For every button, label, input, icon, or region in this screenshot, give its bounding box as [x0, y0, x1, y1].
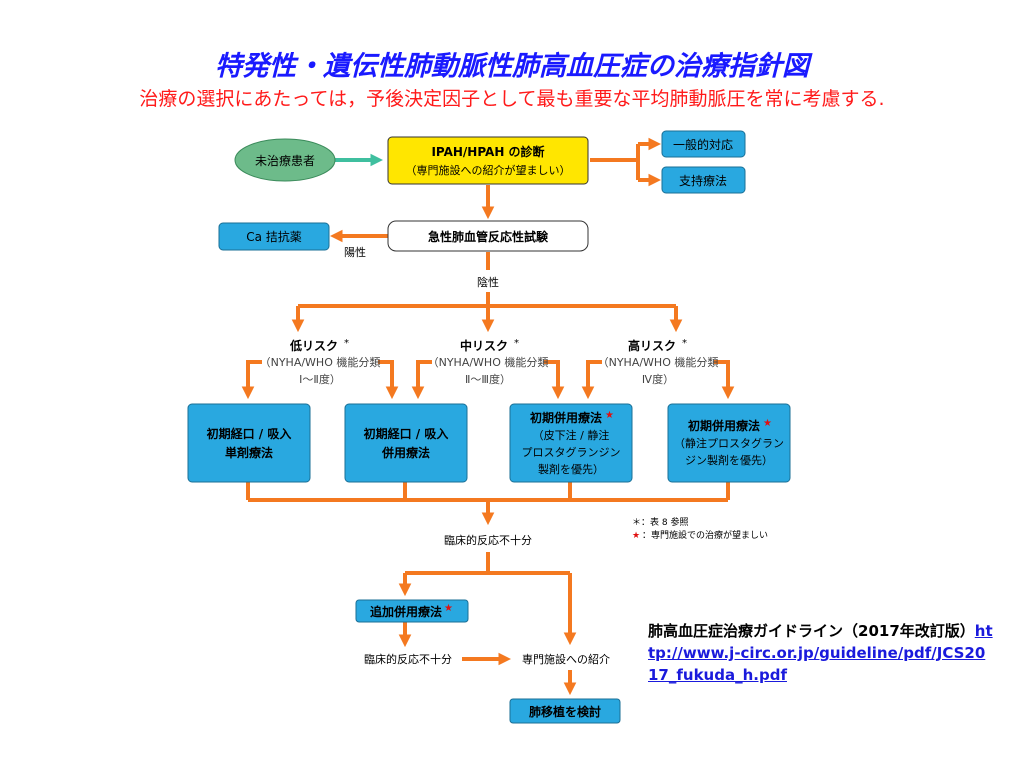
mid-risk-label: 中リスク: [460, 338, 508, 353]
referral-label: 専門施設への紹介: [522, 652, 610, 666]
risk-mid: 中リスク * （NYHA/WHO 機能分類 Ⅱ～Ⅲ度）: [428, 338, 549, 386]
page-subtitle: 治療の選択にあたっては，予後決定因子として最も重要な平均肺動脈圧を常に考慮する.: [139, 88, 885, 110]
svg-text:併用療法: 併用療法: [381, 445, 430, 460]
insufficient-label: 臨床的反応不十分: [444, 533, 532, 547]
svg-text:肺移植を検討: 肺移植を検討: [529, 704, 601, 719]
svg-text:製剤を優先）: 製剤を優先）: [538, 462, 604, 476]
low-risk-label: 低リスク: [289, 338, 338, 353]
svg-text:初期併用療法: 初期併用療法: [530, 410, 602, 425]
high-risk-label: 高リスク: [628, 338, 676, 353]
node-additional-combo: 追加併用療法 ★: [355, 599, 469, 623]
vaso-label: 急性肺血管反応性試験: [428, 229, 549, 244]
support-label: 支持療法: [679, 173, 727, 188]
arrow-low-box2: [378, 360, 399, 400]
svg-text:（NYHA/WHO 機能分類: （NYHA/WHO 機能分類: [260, 355, 381, 369]
risk-high: 高リスク * （NYHA/WHO 機能分類 Ⅳ度）: [598, 338, 719, 386]
ca-label: Ca 拮抗薬: [246, 229, 302, 244]
box-initial-combo-oral: 初期経口 / 吸入 併用療法: [344, 403, 468, 483]
node-ca: Ca 拮抗薬: [218, 222, 330, 251]
node-transplant: 肺移植を検討: [509, 698, 621, 724]
box-initial-combo-sc: 初期併用療法 ★ （皮下注 / 静注 プロスタグランジン 製剤を優先）: [509, 403, 633, 483]
negative-label: 陰性: [477, 275, 499, 289]
untreated-label: 未治療患者: [255, 154, 315, 168]
svg-text:初期経口 / 吸入: 初期経口 / 吸入: [207, 426, 292, 441]
node-untreated: 未治療患者: [234, 138, 336, 182]
svg-text:Ⅳ度）: Ⅳ度）: [642, 372, 674, 386]
positive-label: 陽性: [344, 245, 366, 259]
svg-text:（NYHA/WHO 機能分類: （NYHA/WHO 機能分類: [598, 355, 719, 369]
svg-text:Ⅰ～Ⅱ度）: Ⅰ～Ⅱ度）: [299, 372, 341, 386]
reference-text: 肺高血圧症治療ガイドライン（2017年改訂版）: [648, 622, 975, 640]
footnote-asterisk: ＊：表 8 参照: [632, 516, 688, 528]
svg-text:追加併用療法: 追加併用療法: [370, 604, 442, 619]
svg-text:★: ★: [763, 418, 772, 429]
svg-text:★: ★: [605, 410, 614, 421]
svg-text:*: *: [682, 338, 687, 349]
svg-text:（皮下注 / 静注: （皮下注 / 静注: [533, 428, 610, 442]
footnote-star: ：専門施設での治療が望ましい: [642, 529, 768, 541]
svg-text:初期経口 / 吸入: 初期経口 / 吸入: [364, 426, 449, 441]
svg-text:ジン製剤を優先）: ジン製剤を優先）: [685, 453, 773, 467]
svg-text:★: ★: [444, 603, 453, 614]
connectors: [241, 137, 735, 696]
svg-text:初期併用療法: 初期併用療法: [688, 418, 760, 433]
svg-text:*: *: [344, 338, 349, 349]
diagnosis-label: IPAH/HPAH の診断: [431, 144, 544, 159]
arrow-high-box3: [581, 360, 602, 400]
svg-text:プロスタグランジン: プロスタグランジン: [522, 445, 621, 459]
node-general: 一般的対応: [661, 130, 746, 158]
svg-text:*: *: [514, 338, 519, 349]
reference-link[interactable]: http://www.j-circ.or.jp/guideline/pdf/JC…: [648, 622, 993, 684]
box-initial-mono: 初期経口 / 吸入 単剤療法: [187, 403, 311, 483]
box-initial-combo-iv: 初期併用療法 ★ （静注プロスタグラン ジン製剤を優先）: [667, 403, 791, 483]
arrow-mid-box2: [411, 360, 432, 400]
svg-text:（NYHA/WHO 機能分類: （NYHA/WHO 機能分類: [428, 355, 549, 369]
svg-text:Ⅱ～Ⅲ度）: Ⅱ～Ⅲ度）: [465, 372, 511, 386]
reference-citation: 肺高血圧症治療ガイドライン（2017年改訂版）http://www.j-circ…: [648, 620, 993, 686]
svg-text:単剤療法: 単剤療法: [225, 445, 273, 460]
node-vaso-test: 急性肺血管反応性試験: [387, 220, 589, 252]
arrow-low-box1: [241, 360, 262, 400]
footnotes: ＊：表 8 参照 ★ ：専門施設での治療が望ましい: [632, 516, 768, 541]
risk-low: 低リスク * （NYHA/WHO 機能分類 Ⅰ～Ⅱ度）: [260, 338, 381, 386]
page-title: 特発性・遺伝性肺動脈性肺高血圧症の治療指針図: [215, 51, 809, 82]
diagnosis-sublabel: （専門施設への紹介が望ましい）: [406, 163, 571, 177]
insufficient2-label: 臨床的反応不十分: [364, 652, 452, 666]
footnote-star-icon: ★: [632, 531, 640, 541]
general-label: 一般的対応: [673, 137, 733, 152]
arrow-high-box4: [714, 360, 735, 400]
node-diagnosis: IPAH/HPAH の診断 （専門施設への紹介が望ましい）: [387, 136, 589, 185]
svg-text:（静注プロスタグラン: （静注プロスタグラン: [674, 436, 784, 450]
node-support: 支持療法: [661, 166, 746, 194]
arrow-mid-box3: [544, 360, 565, 400]
